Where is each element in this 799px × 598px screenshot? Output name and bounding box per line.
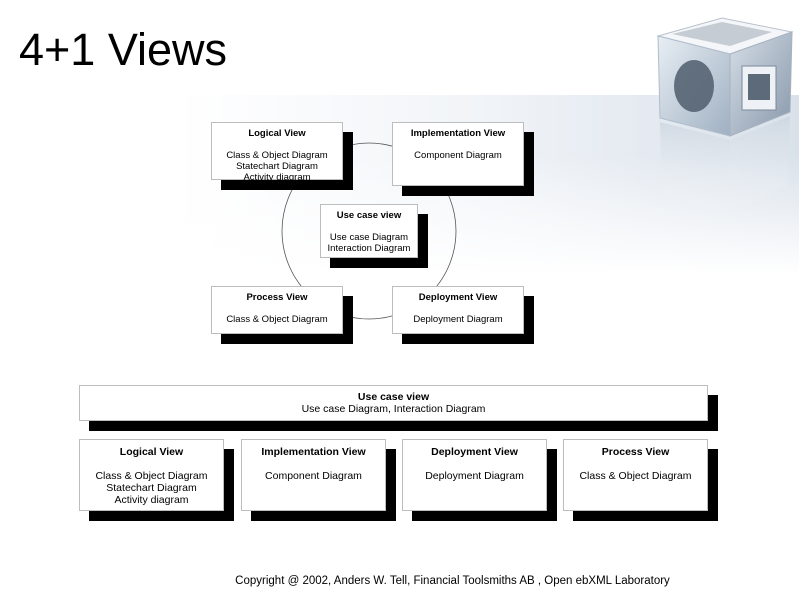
slide-title: 4+1 Views xyxy=(19,24,228,75)
top-usecase-view-box: Use case view Use case Diagram Interacti… xyxy=(320,204,428,268)
box-heading: Implementation View xyxy=(261,446,366,458)
box-line: Component Diagram xyxy=(414,150,502,161)
bottom-process-view-box: Process View Class & Object Diagram xyxy=(563,439,718,521)
box-line: Statechart Diagram xyxy=(106,482,197,494)
box-line: Interaction Diagram xyxy=(327,243,411,254)
box-heading: Use case view xyxy=(336,210,402,221)
box-line: Deployment Diagram xyxy=(425,470,524,482)
box-heading: Deployment View xyxy=(418,292,498,303)
box-heading: Logical View xyxy=(248,128,306,139)
cube-graphic xyxy=(656,17,794,214)
box-heading: Process View xyxy=(601,446,670,458)
box-line: Statechart Diagram xyxy=(236,161,318,172)
box-heading: Implementation View xyxy=(410,128,506,139)
bottom-logical-view-box: Logical View Class & Object Diagram Stat… xyxy=(79,439,234,521)
box-heading: Use case view xyxy=(357,391,430,403)
box-heading: Process View xyxy=(246,292,308,303)
box-line: Class & Object Diagram xyxy=(226,150,328,161)
bottom-usecase-view-bar: Use case view Use case Diagram, Interact… xyxy=(79,385,718,431)
box-line: Class & Object Diagram xyxy=(579,470,692,482)
top-deployment-view-box: Deployment View Deployment Diagram xyxy=(392,286,534,344)
box-line: Use case Diagram, Interaction Diagram xyxy=(301,403,486,415)
box-line: Component Diagram xyxy=(265,470,362,482)
copyright-footer: Copyright @ 2002, Anders W. Tell, Financ… xyxy=(235,575,670,587)
top-process-view-box: Process View Class & Object Diagram xyxy=(211,286,353,344)
box-line: Class & Object Diagram xyxy=(95,470,208,482)
box-line: Activity diagram xyxy=(243,172,311,183)
top-implementation-view-box: Implementation View Component Diagram xyxy=(392,122,534,196)
box-line: Deployment Diagram xyxy=(413,314,503,325)
box-line: Use case Diagram xyxy=(329,232,409,243)
bottom-implementation-view-box: Implementation View Component Diagram xyxy=(241,439,396,521)
box-line: Activity diagram xyxy=(114,494,189,506)
bottom-deployment-view-box: Deployment View Deployment Diagram xyxy=(402,439,557,521)
box-heading: Deployment View xyxy=(431,446,518,458)
box-line: Class & Object Diagram xyxy=(226,314,328,325)
box-heading: Logical View xyxy=(119,446,184,458)
top-logical-view-box: Logical View Class & Object Diagram Stat… xyxy=(211,122,353,190)
